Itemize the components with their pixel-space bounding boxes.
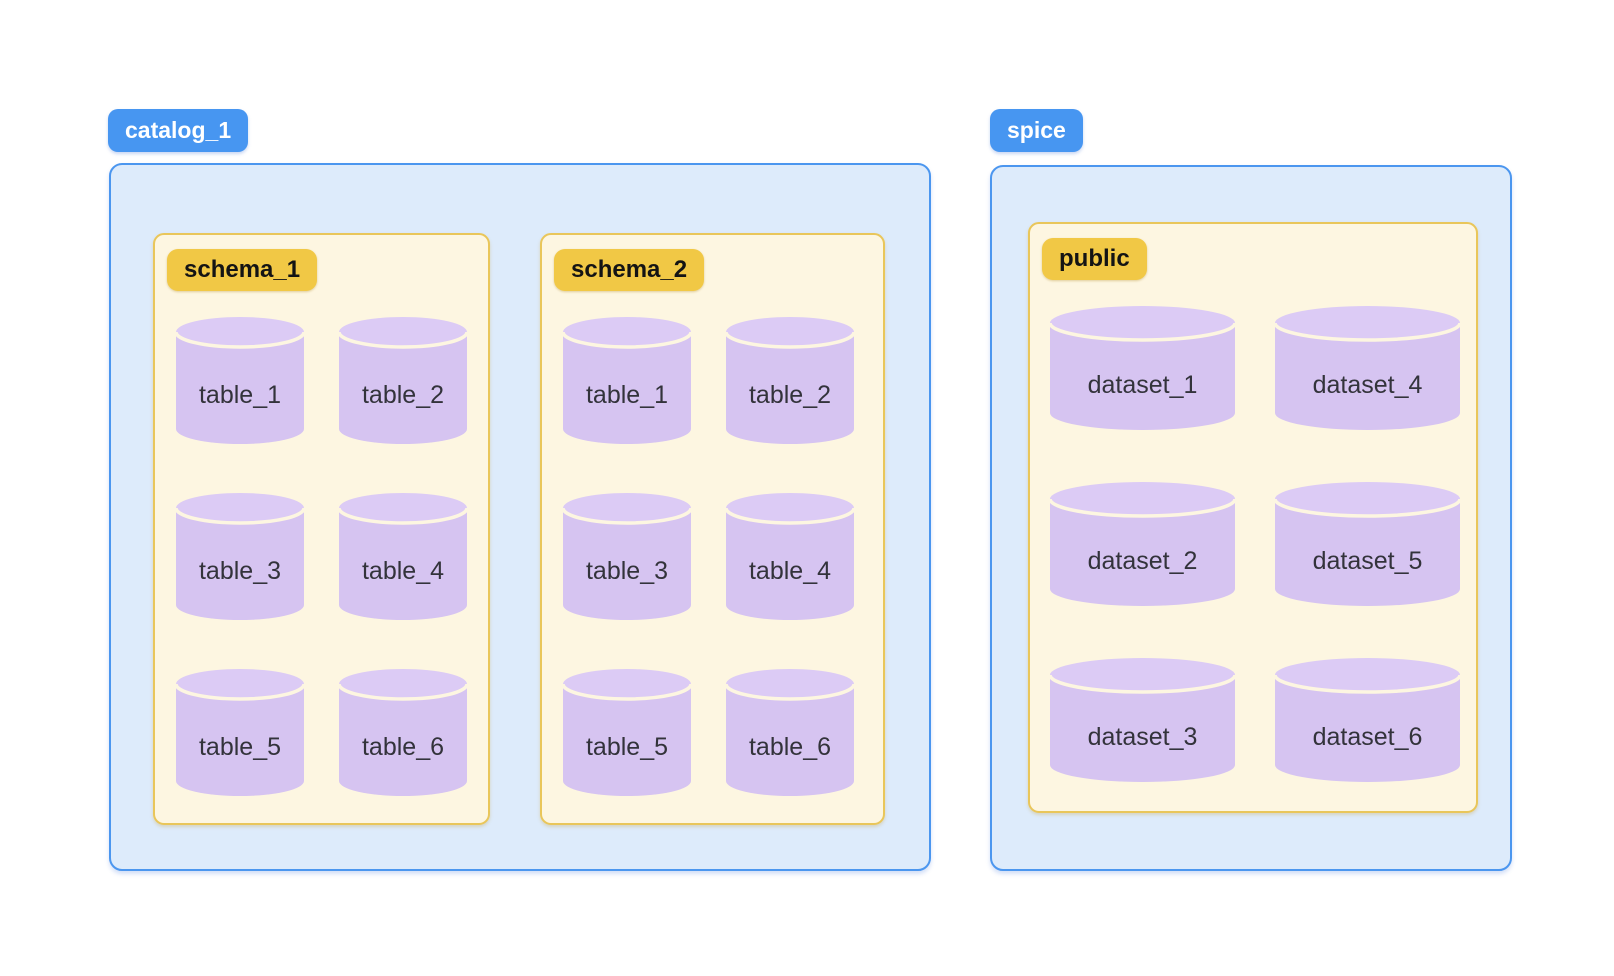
item-label: table_6 bbox=[748, 733, 832, 761]
database-cylinder-icon bbox=[563, 493, 691, 620]
item-label: table_2 bbox=[748, 381, 832, 409]
dataset-cylinder: dataset_5 bbox=[1275, 482, 1460, 606]
item-label: dataset_2 bbox=[1087, 546, 1198, 575]
database-cylinder-icon bbox=[339, 493, 467, 620]
table-cylinder: table_5 bbox=[176, 669, 304, 796]
item-label: table_2 bbox=[361, 381, 445, 409]
item-label: table_6 bbox=[361, 733, 445, 761]
table-cylinder: table_3 bbox=[176, 493, 304, 620]
schema-badge-schema_1: schema_1 bbox=[167, 249, 318, 291]
table-cylinder: table_5 bbox=[563, 669, 691, 796]
database-cylinder-icon bbox=[176, 493, 304, 620]
table-cylinder: table_4 bbox=[726, 493, 854, 620]
item-label: dataset_1 bbox=[1087, 370, 1198, 399]
table-cylinder: table_6 bbox=[339, 669, 467, 796]
dataset-cylinder: dataset_1 bbox=[1050, 306, 1235, 430]
database-cylinder-icon bbox=[563, 669, 691, 796]
item-label: table_5 bbox=[585, 733, 669, 761]
table-cylinder: table_1 bbox=[563, 317, 691, 444]
group-badge-catalog_1: catalog_1 bbox=[108, 109, 249, 152]
database-cylinder-icon bbox=[1275, 482, 1460, 606]
database-cylinder-icon bbox=[176, 317, 304, 444]
database-cylinder-icon bbox=[563, 317, 691, 444]
item-label: table_1 bbox=[198, 381, 282, 409]
database-cylinder-icon bbox=[726, 493, 854, 620]
table-cylinder: table_2 bbox=[726, 317, 854, 444]
database-cylinder-icon bbox=[1275, 306, 1460, 430]
database-cylinder-icon bbox=[1050, 482, 1235, 606]
schema-box-public: public dataset_1 dataset_2 dataset_3 dataset… bbox=[1028, 222, 1478, 813]
table-cylinder: table_1 bbox=[176, 317, 304, 444]
database-cylinder-icon bbox=[726, 669, 854, 796]
database-cylinder-icon bbox=[1050, 658, 1235, 782]
table-cylinder: table_2 bbox=[339, 317, 467, 444]
database-cylinder-icon bbox=[1275, 658, 1460, 782]
database-cylinder-icon bbox=[339, 317, 467, 444]
dataset-cylinder: dataset_4 bbox=[1275, 306, 1460, 430]
database-cylinder-icon bbox=[339, 669, 467, 796]
dataset-cylinder: dataset_2 bbox=[1050, 482, 1235, 606]
schema-badge-public: public bbox=[1042, 238, 1147, 280]
group-badge-spice: spice bbox=[990, 109, 1083, 152]
dataset-cylinder: dataset_6 bbox=[1275, 658, 1460, 782]
database-cylinder-icon bbox=[726, 317, 854, 444]
item-label: table_4 bbox=[748, 557, 832, 585]
item-label: table_3 bbox=[585, 557, 669, 585]
table-cylinder: table_4 bbox=[339, 493, 467, 620]
item-label: dataset_5 bbox=[1312, 546, 1423, 575]
item-label: table_4 bbox=[361, 557, 445, 585]
item-label: dataset_6 bbox=[1312, 722, 1423, 751]
item-label: dataset_3 bbox=[1087, 722, 1198, 751]
table-cylinder: table_6 bbox=[726, 669, 854, 796]
schema-badge-schema_2: schema_2 bbox=[554, 249, 705, 291]
item-label: table_3 bbox=[198, 557, 282, 585]
database-cylinder-icon bbox=[1050, 306, 1235, 430]
item-label: table_1 bbox=[585, 381, 669, 409]
database-cylinder-icon bbox=[176, 669, 304, 796]
dataset-cylinder: dataset_3 bbox=[1050, 658, 1235, 782]
item-label: table_5 bbox=[198, 733, 282, 761]
item-label: dataset_4 bbox=[1312, 370, 1423, 399]
table-cylinder: table_3 bbox=[563, 493, 691, 620]
